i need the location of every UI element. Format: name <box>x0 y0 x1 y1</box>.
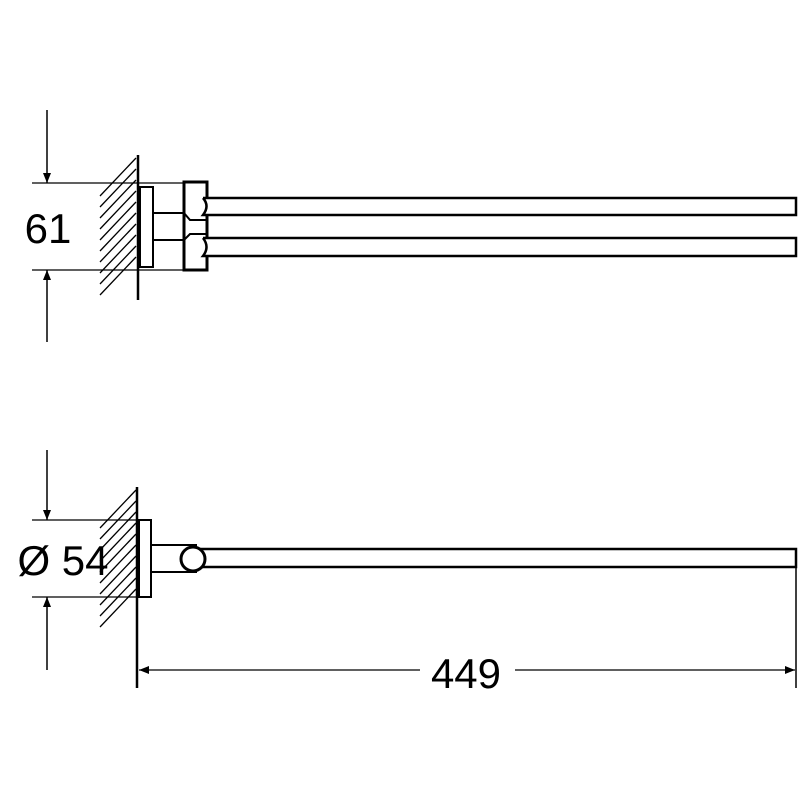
hatch-line <box>99 522 137 562</box>
wall-plate <box>139 186 154 268</box>
top-view <box>32 110 798 342</box>
hatch-line <box>99 256 137 296</box>
hatch-line <box>99 179 137 219</box>
swivel-joint <box>183 212 207 241</box>
hatch-line <box>99 234 137 274</box>
dimension-label-61: 61 <box>25 205 72 252</box>
hatch-line <box>99 223 137 263</box>
swivel-block <box>182 180 209 272</box>
dimension-label-length: 449 <box>431 650 501 697</box>
hatch-line <box>99 588 137 628</box>
dimension-label-diameter: Ø 54 <box>17 537 108 584</box>
hatch-line <box>99 555 137 595</box>
hatch-line <box>99 533 137 573</box>
bar-upper <box>200 196 798 217</box>
hatch-line <box>99 201 137 241</box>
swivel-pivot <box>179 545 207 573</box>
bar <box>198 547 798 569</box>
hatch-line <box>99 212 137 252</box>
hatch-line <box>99 489 137 529</box>
wall-hatching <box>99 157 137 296</box>
hatch-line <box>99 566 137 606</box>
side-view <box>32 450 798 688</box>
hatch-line <box>99 168 137 208</box>
hatch-line <box>99 190 137 230</box>
bar-lower <box>200 236 798 258</box>
wall-plate <box>138 519 152 598</box>
hatch-line <box>99 245 137 285</box>
hatch-line <box>99 157 137 197</box>
hatch-line <box>99 544 137 584</box>
hatch-line <box>99 511 137 551</box>
